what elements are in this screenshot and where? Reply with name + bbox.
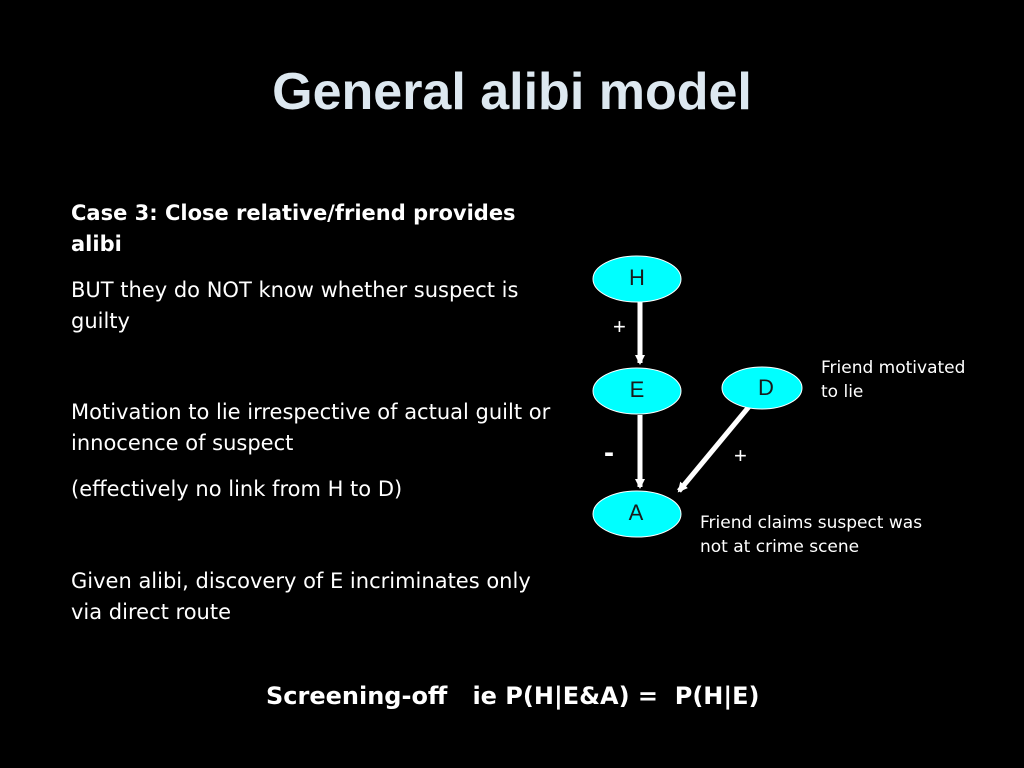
annotation-d: Friend motivated to lie [821,358,966,402]
motivation-text: Motivation to lie irrespective of actual… [71,400,551,455]
screening-off-formula: Screening-off ie P(H|E&A) = P(H|E) [266,682,760,710]
node-a-label: A [629,500,644,525]
but-text: BUT they do NOT know whether suspect is … [71,278,519,333]
node-d: D [721,366,803,410]
edge-sign-e-a: - [604,436,614,469]
node-a: A [592,490,682,538]
given-text: Given alibi, discovery of E incriminates… [71,569,531,624]
node-e: E [592,367,682,415]
node-h: H [592,255,682,303]
slide-title: General alibi model [272,63,752,121]
edge-d-to-a [677,401,754,493]
edge-sign-h-e: + [613,314,626,339]
node-h-label: H [629,265,645,290]
edge-sign-d-a: + [734,443,747,468]
annotation-a: Friend claims suspect was not at crime s… [700,513,923,557]
effectively-text: (effectively no link from H to D) [71,477,403,501]
node-e-label: E [630,377,645,402]
node-d-label: D [758,375,774,400]
case-title: Case 3: Close relative/friend provides a… [71,201,516,256]
